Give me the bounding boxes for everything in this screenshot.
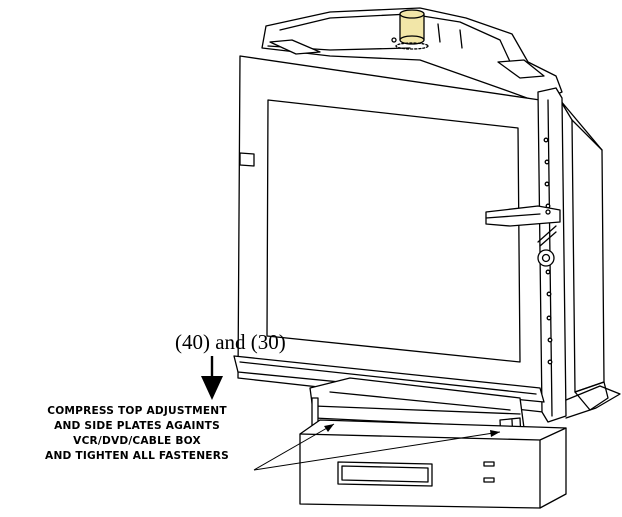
bottom-tray xyxy=(233,355,545,403)
vcr-slot xyxy=(337,461,433,487)
vcr-small-button xyxy=(483,461,495,467)
instruction-line-2: AND SIDE PLATES AGAINTS xyxy=(54,420,220,432)
left-tab xyxy=(239,152,255,167)
knob-icon xyxy=(395,9,429,50)
top-frame-inner xyxy=(267,13,513,67)
stand-base xyxy=(565,385,621,419)
top-clip-right xyxy=(497,59,545,79)
instruction-callout: COMPRESS TOP ADJUSTMENT AND SIDE PLATES … xyxy=(6,404,268,464)
rail-holes xyxy=(543,137,553,365)
part-numbers-label: (40) and (30) xyxy=(175,330,286,354)
monitor-frame xyxy=(237,55,544,413)
instruction-line-1: COMPRESS TOP ADJUSTMENT xyxy=(47,405,227,417)
instruction-line-4: AND TIGHTEN ALL FASTENERS xyxy=(45,450,229,462)
leader-arrowheads xyxy=(324,424,500,437)
vcr-box xyxy=(299,419,567,509)
right-side-arm xyxy=(485,205,561,227)
rear-monitor-edge xyxy=(571,119,609,411)
top-clip-left xyxy=(269,39,321,55)
leader-lines xyxy=(253,423,501,471)
top-frame xyxy=(261,7,563,103)
adjust-knob-icon xyxy=(537,209,557,267)
rear-monitor-body xyxy=(559,99,605,393)
top-hole xyxy=(391,37,397,43)
down-arrow-icon xyxy=(201,356,223,400)
instruction-line-3: VCR/DVD/CABLE BOX xyxy=(73,435,201,447)
screen xyxy=(266,99,521,363)
